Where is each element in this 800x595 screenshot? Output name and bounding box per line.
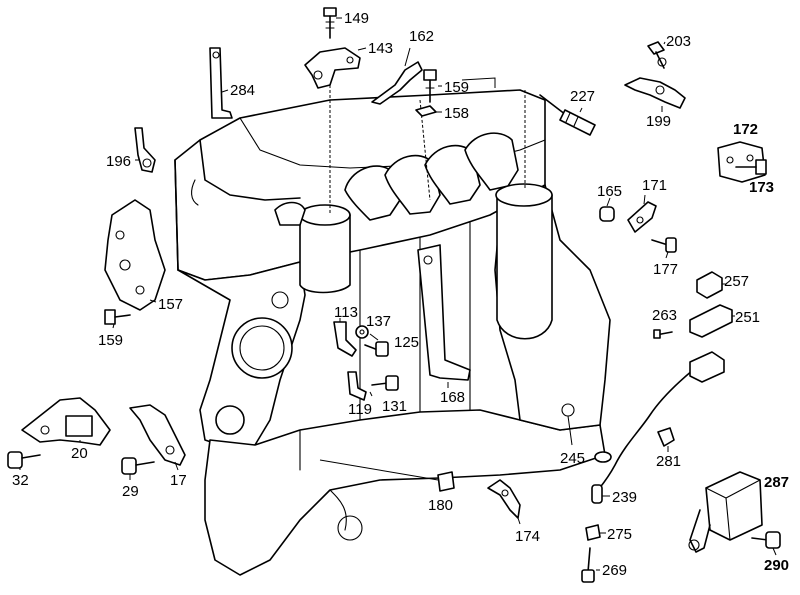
part-239-sensor — [591, 351, 725, 504]
label-287: 287 — [764, 474, 789, 491]
label-165: 165 — [597, 183, 622, 200]
part-177-bolt — [651, 237, 677, 253]
label-113: 113 — [334, 304, 358, 321]
part-159-bolt-left — [104, 309, 131, 325]
part-245-washer — [594, 451, 612, 463]
part-131-bolt — [371, 375, 399, 391]
label-203: 203 — [666, 33, 691, 50]
part-157-bracket — [104, 199, 166, 311]
part-165-bushing — [599, 206, 615, 222]
part-159-bolt-top — [423, 69, 437, 103]
part-143-bracket — [304, 47, 361, 89]
label-158: 158 — [444, 105, 469, 122]
label-119: 119 — [348, 401, 372, 418]
label-143: 143 — [368, 40, 393, 57]
part-199-bracket — [624, 77, 686, 109]
label-269: 269 — [602, 562, 627, 579]
part-257-connector — [696, 271, 723, 299]
part-290-bolt — [751, 531, 781, 549]
label-168: 168 — [440, 389, 465, 406]
part-227-sensor — [539, 94, 596, 136]
label-131: 131 — [382, 398, 407, 415]
part-284-bracket — [209, 47, 233, 119]
label-199: 199 — [646, 113, 671, 130]
part-20-bracket — [21, 397, 111, 446]
label-137: 137 — [366, 313, 391, 330]
part-168-bracket — [417, 244, 471, 381]
part-180-plate — [437, 471, 455, 492]
part-149-bolt — [323, 7, 337, 39]
label-275: 275 — [607, 526, 632, 543]
part-labels: 149 143 162 284 159 158 227 203 199 196 … — [12, 10, 789, 579]
label-159-left: 159 — [98, 332, 123, 349]
leader-lines — [19, 17, 777, 571]
label-171: 171 — [642, 177, 667, 194]
label-172: 172 — [733, 121, 758, 138]
label-290: 290 — [764, 557, 789, 574]
part-251-sensor — [689, 304, 733, 338]
label-239: 239 — [612, 489, 637, 506]
label-20: 20 — [71, 445, 88, 462]
label-257: 257 — [724, 273, 749, 290]
part-32-bolt — [7, 451, 41, 469]
part-119-bracket — [347, 371, 367, 401]
label-149: 149 — [344, 10, 369, 27]
label-32: 32 — [12, 472, 29, 489]
part-269-bolt — [581, 547, 595, 583]
part-196-bracket — [134, 127, 156, 173]
label-251: 251 — [735, 309, 760, 326]
part-287-relay — [688, 471, 763, 553]
part-162-bracket — [371, 61, 423, 105]
label-177: 177 — [653, 261, 678, 278]
label-157: 157 — [158, 296, 183, 313]
part-203-bolt — [647, 41, 667, 69]
part-174-bracket — [487, 479, 521, 519]
label-125: 125 — [394, 334, 419, 351]
part-263-pin — [653, 329, 673, 339]
label-159-top: 159 — [444, 79, 469, 96]
label-174: 174 — [515, 528, 540, 545]
label-263: 263 — [652, 307, 677, 324]
part-125-bolt — [364, 341, 389, 357]
label-284: 284 — [230, 82, 255, 99]
label-17: 17 — [170, 472, 187, 489]
label-173: 173 — [749, 179, 774, 196]
part-137-washer — [355, 325, 369, 339]
part-173-bolt — [735, 159, 767, 175]
engine-block — [174, 60, 611, 576]
label-29: 29 — [122, 483, 139, 500]
label-180: 180 — [428, 497, 453, 514]
label-245: 245 — [560, 450, 585, 467]
label-281: 281 — [656, 453, 681, 470]
label-227: 227 — [570, 88, 595, 105]
part-275-clip — [585, 524, 601, 541]
part-113-bracket — [333, 321, 357, 357]
label-196: 196 — [106, 153, 131, 170]
part-171-clamp — [627, 201, 657, 233]
part-172-bracket — [717, 141, 766, 183]
label-162: 162 — [409, 28, 434, 45]
part-281-clip — [657, 427, 675, 447]
part-17-bracket — [129, 404, 186, 466]
part-29-bolt — [121, 457, 155, 475]
